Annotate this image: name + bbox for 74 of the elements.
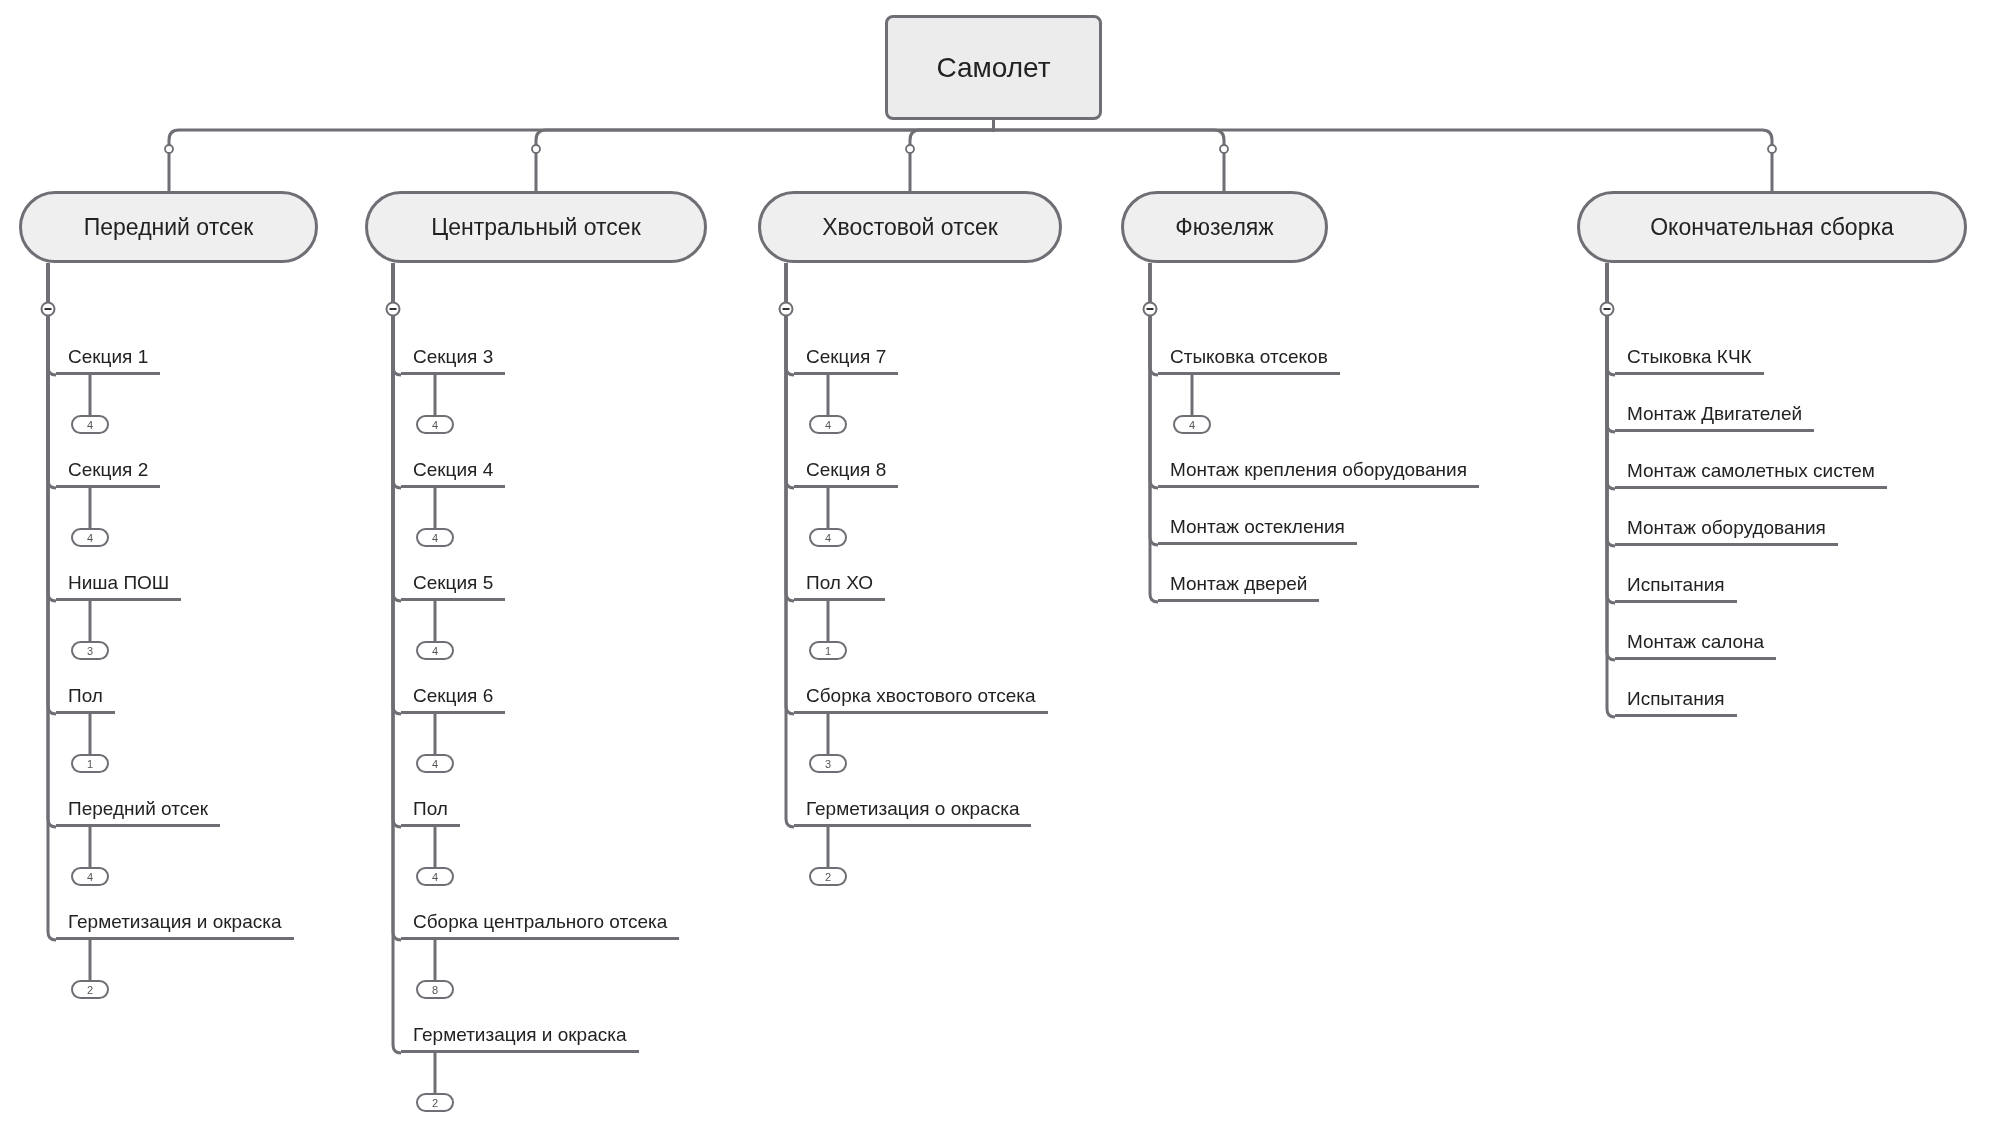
count-badge: 4	[416, 528, 454, 547]
connector-line	[826, 714, 830, 754]
topic-label: Монтаж салона	[1615, 626, 1777, 660]
branch-pill: Фюзеляж	[1121, 191, 1328, 263]
topic-label: Пол	[401, 793, 460, 827]
connector-line	[88, 488, 92, 528]
topic-label: Испытания	[1615, 569, 1737, 603]
count-badge: 4	[809, 528, 847, 547]
count-badge: 1	[71, 754, 109, 773]
topic-label: Монтаж самолетных систем	[1615, 455, 1887, 489]
count-badge: 4	[71, 415, 109, 434]
topic-label: Монтаж оборудования	[1615, 512, 1838, 546]
topic-label: Ниша ПОШ	[56, 567, 182, 601]
connector-line	[88, 827, 92, 867]
count-badge: 4	[416, 867, 454, 886]
count-badge: 4	[416, 641, 454, 660]
count-badge: 4	[809, 415, 847, 434]
root-box: Самолет	[885, 15, 1102, 120]
topic-label: Пол ХО	[794, 567, 885, 601]
count-badge: 3	[71, 641, 109, 660]
connector-line	[433, 1053, 437, 1093]
topic-label: Герметизация и окраска	[56, 906, 294, 940]
topic-label: Монтаж остекления	[1158, 511, 1357, 545]
connector-line	[433, 940, 437, 980]
connector-line	[433, 601, 437, 641]
count-badge: 2	[71, 980, 109, 999]
connector-line	[433, 827, 437, 867]
topic-label: Стыковка КЧК	[1615, 341, 1764, 375]
topic-label: Секция 3	[401, 341, 506, 375]
topic-label: Монтаж крепления оборудования	[1158, 454, 1479, 488]
connector-line	[433, 714, 437, 754]
topic-label: Пол	[56, 680, 115, 714]
topic-label: Секция 2	[56, 454, 161, 488]
connector-line	[1190, 375, 1194, 415]
topic-label: Монтаж Двигателей	[1615, 398, 1815, 432]
connector-line	[88, 714, 92, 754]
count-badge: 4	[416, 754, 454, 773]
topic-label: Секция 8	[794, 454, 899, 488]
connector-line	[433, 488, 437, 528]
connector-line	[88, 940, 92, 980]
topic-label: Герметизация и окраска	[401, 1019, 639, 1053]
count-badge: 3	[809, 754, 847, 773]
connector-line	[826, 375, 830, 415]
connector-line	[826, 488, 830, 528]
count-badge: 1	[809, 641, 847, 660]
count-badge: 8	[416, 980, 454, 999]
branch-pill: Окончательная сборка	[1577, 191, 1967, 263]
topic-label: Секция 6	[401, 680, 506, 714]
branch-pill: Центральный отсек	[365, 191, 707, 263]
topic-label: Секция 1	[56, 341, 161, 375]
topic-label: Герметизация о окраска	[794, 793, 1032, 827]
connector-line	[88, 601, 92, 641]
topic-label: Стыковка отсеков	[1158, 341, 1340, 375]
topic-label: Секция 7	[794, 341, 899, 375]
topic-label: Сборка хвостового отсека	[794, 680, 1048, 714]
connector-line	[88, 375, 92, 415]
count-badge: 4	[416, 415, 454, 434]
branch-pill: Передний отсек	[19, 191, 318, 263]
topic-label: Испытания	[1615, 683, 1737, 717]
count-badge: 4	[71, 867, 109, 886]
branch-pill: Хвостовой отсек	[758, 191, 1062, 263]
connector-line	[826, 827, 830, 867]
connector-line	[826, 601, 830, 641]
topic-label: Сборка центрального отсека	[401, 906, 680, 940]
topic-label: Монтаж дверей	[1158, 568, 1320, 602]
connector-line	[433, 375, 437, 415]
count-badge: 2	[809, 867, 847, 886]
topic-label: Передний отсек	[56, 793, 221, 827]
count-badge: 4	[1173, 415, 1211, 434]
connector-line	[1148, 263, 1159, 604]
topic-label: Секция 5	[401, 567, 506, 601]
count-badge: 4	[71, 528, 109, 547]
topic-label: Секция 4	[401, 454, 506, 488]
count-badge: 2	[416, 1093, 454, 1112]
